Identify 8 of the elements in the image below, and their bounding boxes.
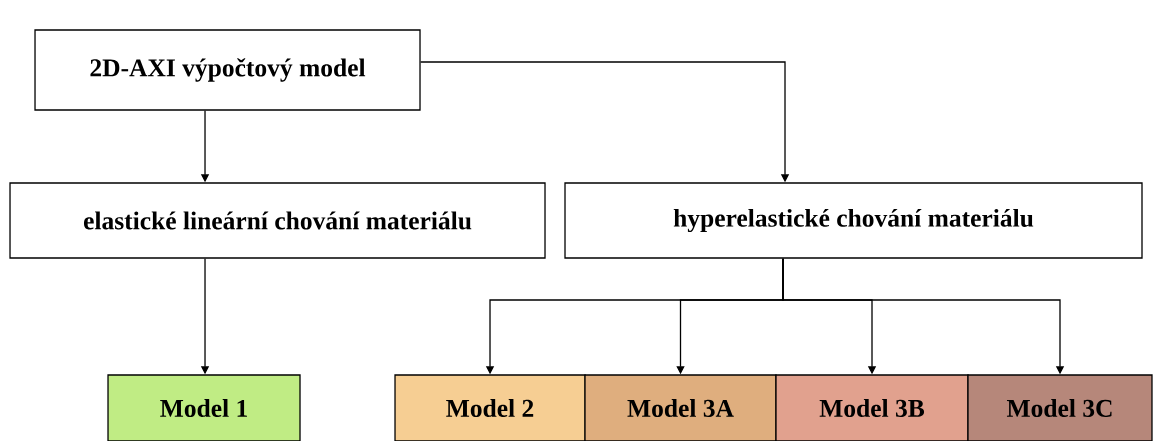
model-box: Model 3C [967, 374, 1153, 441]
model-box: Model 1 [107, 374, 301, 441]
model-box: Model 3A [584, 374, 777, 441]
process-box: hyperelastické chování materiálu [564, 182, 1143, 259]
process-box: elastické lineární chování materiálu [9, 182, 546, 259]
model-box: Model 2 [394, 374, 586, 441]
process-box: 2D-AXI výpočtový model [34, 29, 421, 111]
model-box: Model 3B [775, 374, 969, 441]
